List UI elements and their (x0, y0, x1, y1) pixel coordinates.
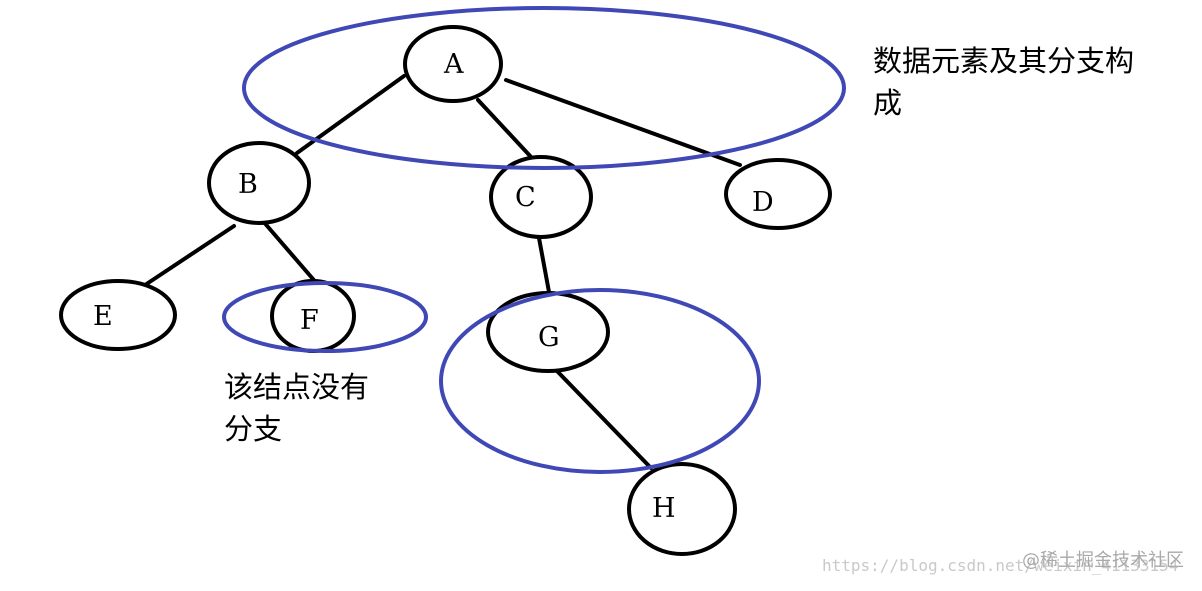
node-h-label: H (652, 493, 676, 524)
edge-b-f (260, 218, 321, 288)
edge-a-c (476, 98, 534, 160)
annotation-leaf-line-1: 该结点没有 (224, 370, 370, 404)
highlight-ellipses (222, 6, 846, 474)
watermark-brand: @稀土掘金技术社区 (1022, 550, 1184, 571)
annotation-root-line-1: 数据元素及其分支构 (873, 44, 1135, 78)
node-a-circle (403, 25, 503, 103)
annotation-leaf-line-2: 分支 (224, 412, 283, 446)
annotation-root-line-2: 成 (873, 86, 903, 120)
node-c-label: C (515, 182, 536, 213)
node-b-circle (207, 141, 311, 225)
highlight-subtree-g (439, 288, 761, 474)
node-g-label: G (538, 322, 560, 353)
edge-c-g (537, 236, 551, 294)
edge-b-e (140, 224, 236, 289)
edge-a-d (504, 78, 742, 167)
edge-a-b (295, 74, 406, 155)
node-d-circle (724, 158, 832, 230)
node-h-circle (627, 462, 737, 556)
node-f-label: F (300, 305, 319, 336)
highlight-leaf-f (222, 281, 428, 353)
node-a-label: A (443, 49, 464, 80)
node-b-label: B (238, 169, 258, 200)
tree-nodes (59, 25, 832, 556)
node-e-circle (59, 279, 177, 351)
node-e-label: E (93, 301, 113, 332)
annotation-root-branches: 数据元素及其分支构 成 (873, 40, 1134, 124)
node-d-label: D (752, 187, 774, 218)
annotation-leaf-f: 该结点没有 分支 (224, 366, 369, 450)
watermark-url: https://blog.csdn.net/weixin_41133154 (822, 556, 1179, 575)
node-c-circle (489, 155, 593, 239)
highlight-root-branches (242, 6, 846, 170)
tree-edges (140, 74, 742, 470)
edge-g-h (555, 369, 653, 470)
